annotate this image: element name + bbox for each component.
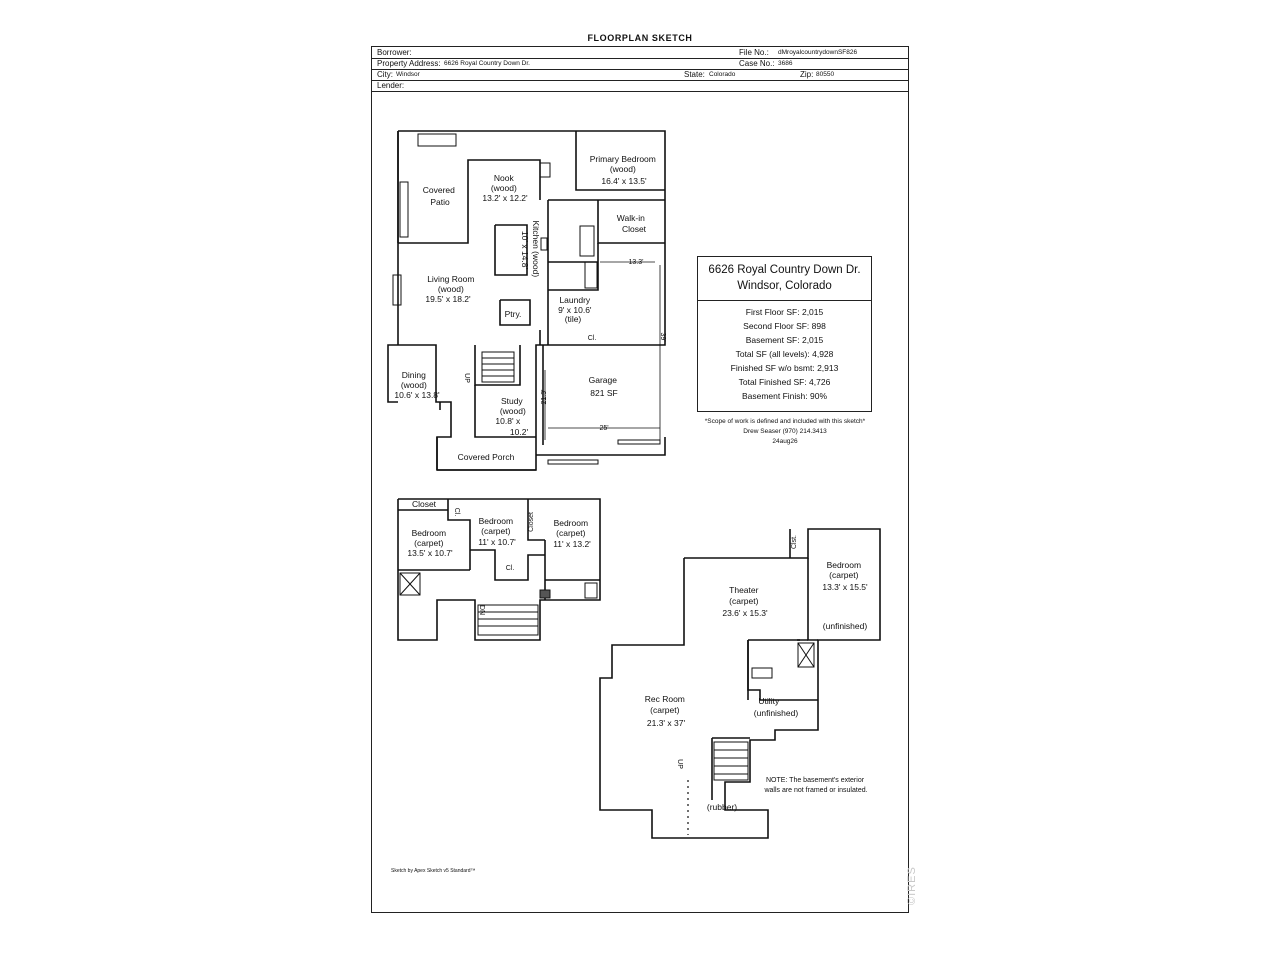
unfinished-label: (unfinished) xyxy=(823,621,868,631)
summary-basement-finish: Basement Finish: 90% xyxy=(741,391,828,401)
header-row-city: City: Windsor State: Colorado Zip: 80550 xyxy=(372,69,908,81)
dining-label: Dining (wood) 10.6' x 13.8' xyxy=(394,370,440,400)
header-row-lender: Lender: xyxy=(372,80,908,92)
garage-dimension-lines xyxy=(544,261,661,440)
scope-line2: Drew Seaser (970) 214.3413 xyxy=(743,428,827,435)
closet-side-label: Closet xyxy=(528,512,535,532)
state-value: Colorado xyxy=(709,71,736,78)
header-block: Borrower: File No.: dMroyalcountrydownSF… xyxy=(372,47,908,92)
zip-value: 80550 xyxy=(816,71,835,78)
scope-line1: *Scope of work is defined and included w… xyxy=(704,418,866,425)
kitchen-label: Kitchen (wood) 10' x 14.8' xyxy=(520,220,541,279)
case-no-value: 3686 xyxy=(778,60,793,67)
property-summary-box: 6626 Royal Country Down Dr. Windsor, Col… xyxy=(697,256,872,412)
first-floor-stair-up-label: UP xyxy=(463,373,470,383)
living-room-label: Living Room (wood) 19.5' x 18.2' xyxy=(425,274,476,304)
summary-total-finished: Total Finished SF: 4,726 xyxy=(738,377,831,387)
basement-note: NOTE: The basement's exterior walls are … xyxy=(763,777,867,794)
bedroom2-label: Bedroom (carpet) 11' x 10.7' xyxy=(478,516,516,547)
primary-bedroom-label: Primary Bedroom (wood) 16.4' x 13.5' xyxy=(590,154,659,186)
covered-patio-label: Covered Patio xyxy=(423,185,458,207)
scope-line3: 24aug26 xyxy=(772,438,798,445)
city-value: Windsor xyxy=(396,71,420,78)
file-no-value: dMroyalcountrydownSF826 xyxy=(778,49,858,56)
walkin-closet-label: Walk-in Closet xyxy=(617,213,647,234)
rubber-label: (rubber) xyxy=(707,802,737,812)
summary-basement: Basement SF: 2,015 xyxy=(745,335,824,345)
summary-title-line1: 6626 Royal Country Down Dr. xyxy=(708,264,861,276)
zip-label: Zip: xyxy=(800,70,814,79)
basement-fixtures xyxy=(713,642,815,781)
theater-label: Theater (carpet) 23.6' x 15.3' xyxy=(722,585,768,618)
sketch-credit: Sketch by Apex Sketch v5 Standard™ xyxy=(391,868,476,874)
dim-25-label: 25' xyxy=(599,425,608,432)
summary-first-floor: First Floor SF: 2,015 xyxy=(745,307,824,317)
summary-second-floor: Second Floor SF: 898 xyxy=(743,321,826,331)
closet-cl-label: Cl. xyxy=(588,335,597,342)
summary-finished-wo-bsmt: Finished SF w/o bsmt: 2,913 xyxy=(730,363,839,373)
study-label: Study (wood) 10.8' x 10.2' xyxy=(495,396,528,437)
first-floor-fixtures xyxy=(392,133,661,465)
bedroom3-label: Bedroom (carpet) 11' x 13.2' xyxy=(553,518,591,549)
first-floor-walls xyxy=(387,130,666,471)
page-title: FLOORPLAN SKETCH xyxy=(587,33,693,43)
closet-cl2-label: Cl. xyxy=(506,565,515,572)
nook-label: Nook (wood) 13.2' x 12.2' xyxy=(482,173,528,203)
summary-lines: First Floor SF: 2,015 Second Floor SF: 8… xyxy=(698,305,871,403)
borrower-label: Borrower: xyxy=(377,48,412,57)
basement-walls xyxy=(599,528,881,839)
garage-label: Garage 821 SF xyxy=(589,375,620,398)
closet-top-label: Closet xyxy=(412,499,437,509)
basement-bedroom-label: Bedroom (carpet) 13.3' x 15.5' xyxy=(822,560,868,592)
summary-total-sf: Total SF (all levels): 4,928 xyxy=(735,349,834,359)
property-address-label: Property Address: xyxy=(377,59,441,68)
rec-room-label: Rec Room (carpet) 21.3' x 37' xyxy=(645,694,688,728)
header-row-borrower: Borrower: File No.: dMroyalcountrydownSF… xyxy=(372,47,908,59)
state-label: State: xyxy=(684,70,705,79)
second-floor-walls xyxy=(397,498,601,641)
summary-title-line2: Windsor, Colorado xyxy=(737,280,832,292)
header-row-address: Property Address: 6626 Royal Country Dow… xyxy=(372,58,908,70)
bedroom1-label: Bedroom (carpet) 13.5' x 10.7' xyxy=(407,528,453,558)
scope-note: *Scope of work is defined and included w… xyxy=(690,417,880,447)
dim-39-label: 39' xyxy=(659,332,666,341)
city-label: City: xyxy=(377,70,393,79)
dim-13-3-label: 13.3' xyxy=(629,259,644,266)
property-address-value: 6626 Royal Country Down Dr. xyxy=(444,60,530,67)
watermark: ©IRES xyxy=(906,866,918,905)
file-no-label: File No.: xyxy=(739,48,769,57)
second-floor-fixtures xyxy=(399,572,598,636)
lender-label: Lender: xyxy=(377,81,405,90)
basement-stair-up-label: UP xyxy=(676,759,683,769)
laundry-label: Laundry 9' x 10.6' (tile) xyxy=(558,295,594,324)
case-no-label: Case No.: xyxy=(739,59,775,68)
dim-21-3-label: 21.3' xyxy=(541,390,548,405)
utility-label: Utility (unfinished) xyxy=(754,696,799,718)
sketch-sheet xyxy=(371,46,909,913)
summary-divider xyxy=(698,300,871,301)
second-floor-stair-dn-label: DN xyxy=(478,605,485,615)
closet-cl1-label: Cl. xyxy=(453,508,460,517)
covered-porch-label: Covered Porch xyxy=(458,452,515,462)
pantry-label: Ptry. xyxy=(505,309,522,319)
basement-closet-label: Clst. xyxy=(791,535,798,549)
